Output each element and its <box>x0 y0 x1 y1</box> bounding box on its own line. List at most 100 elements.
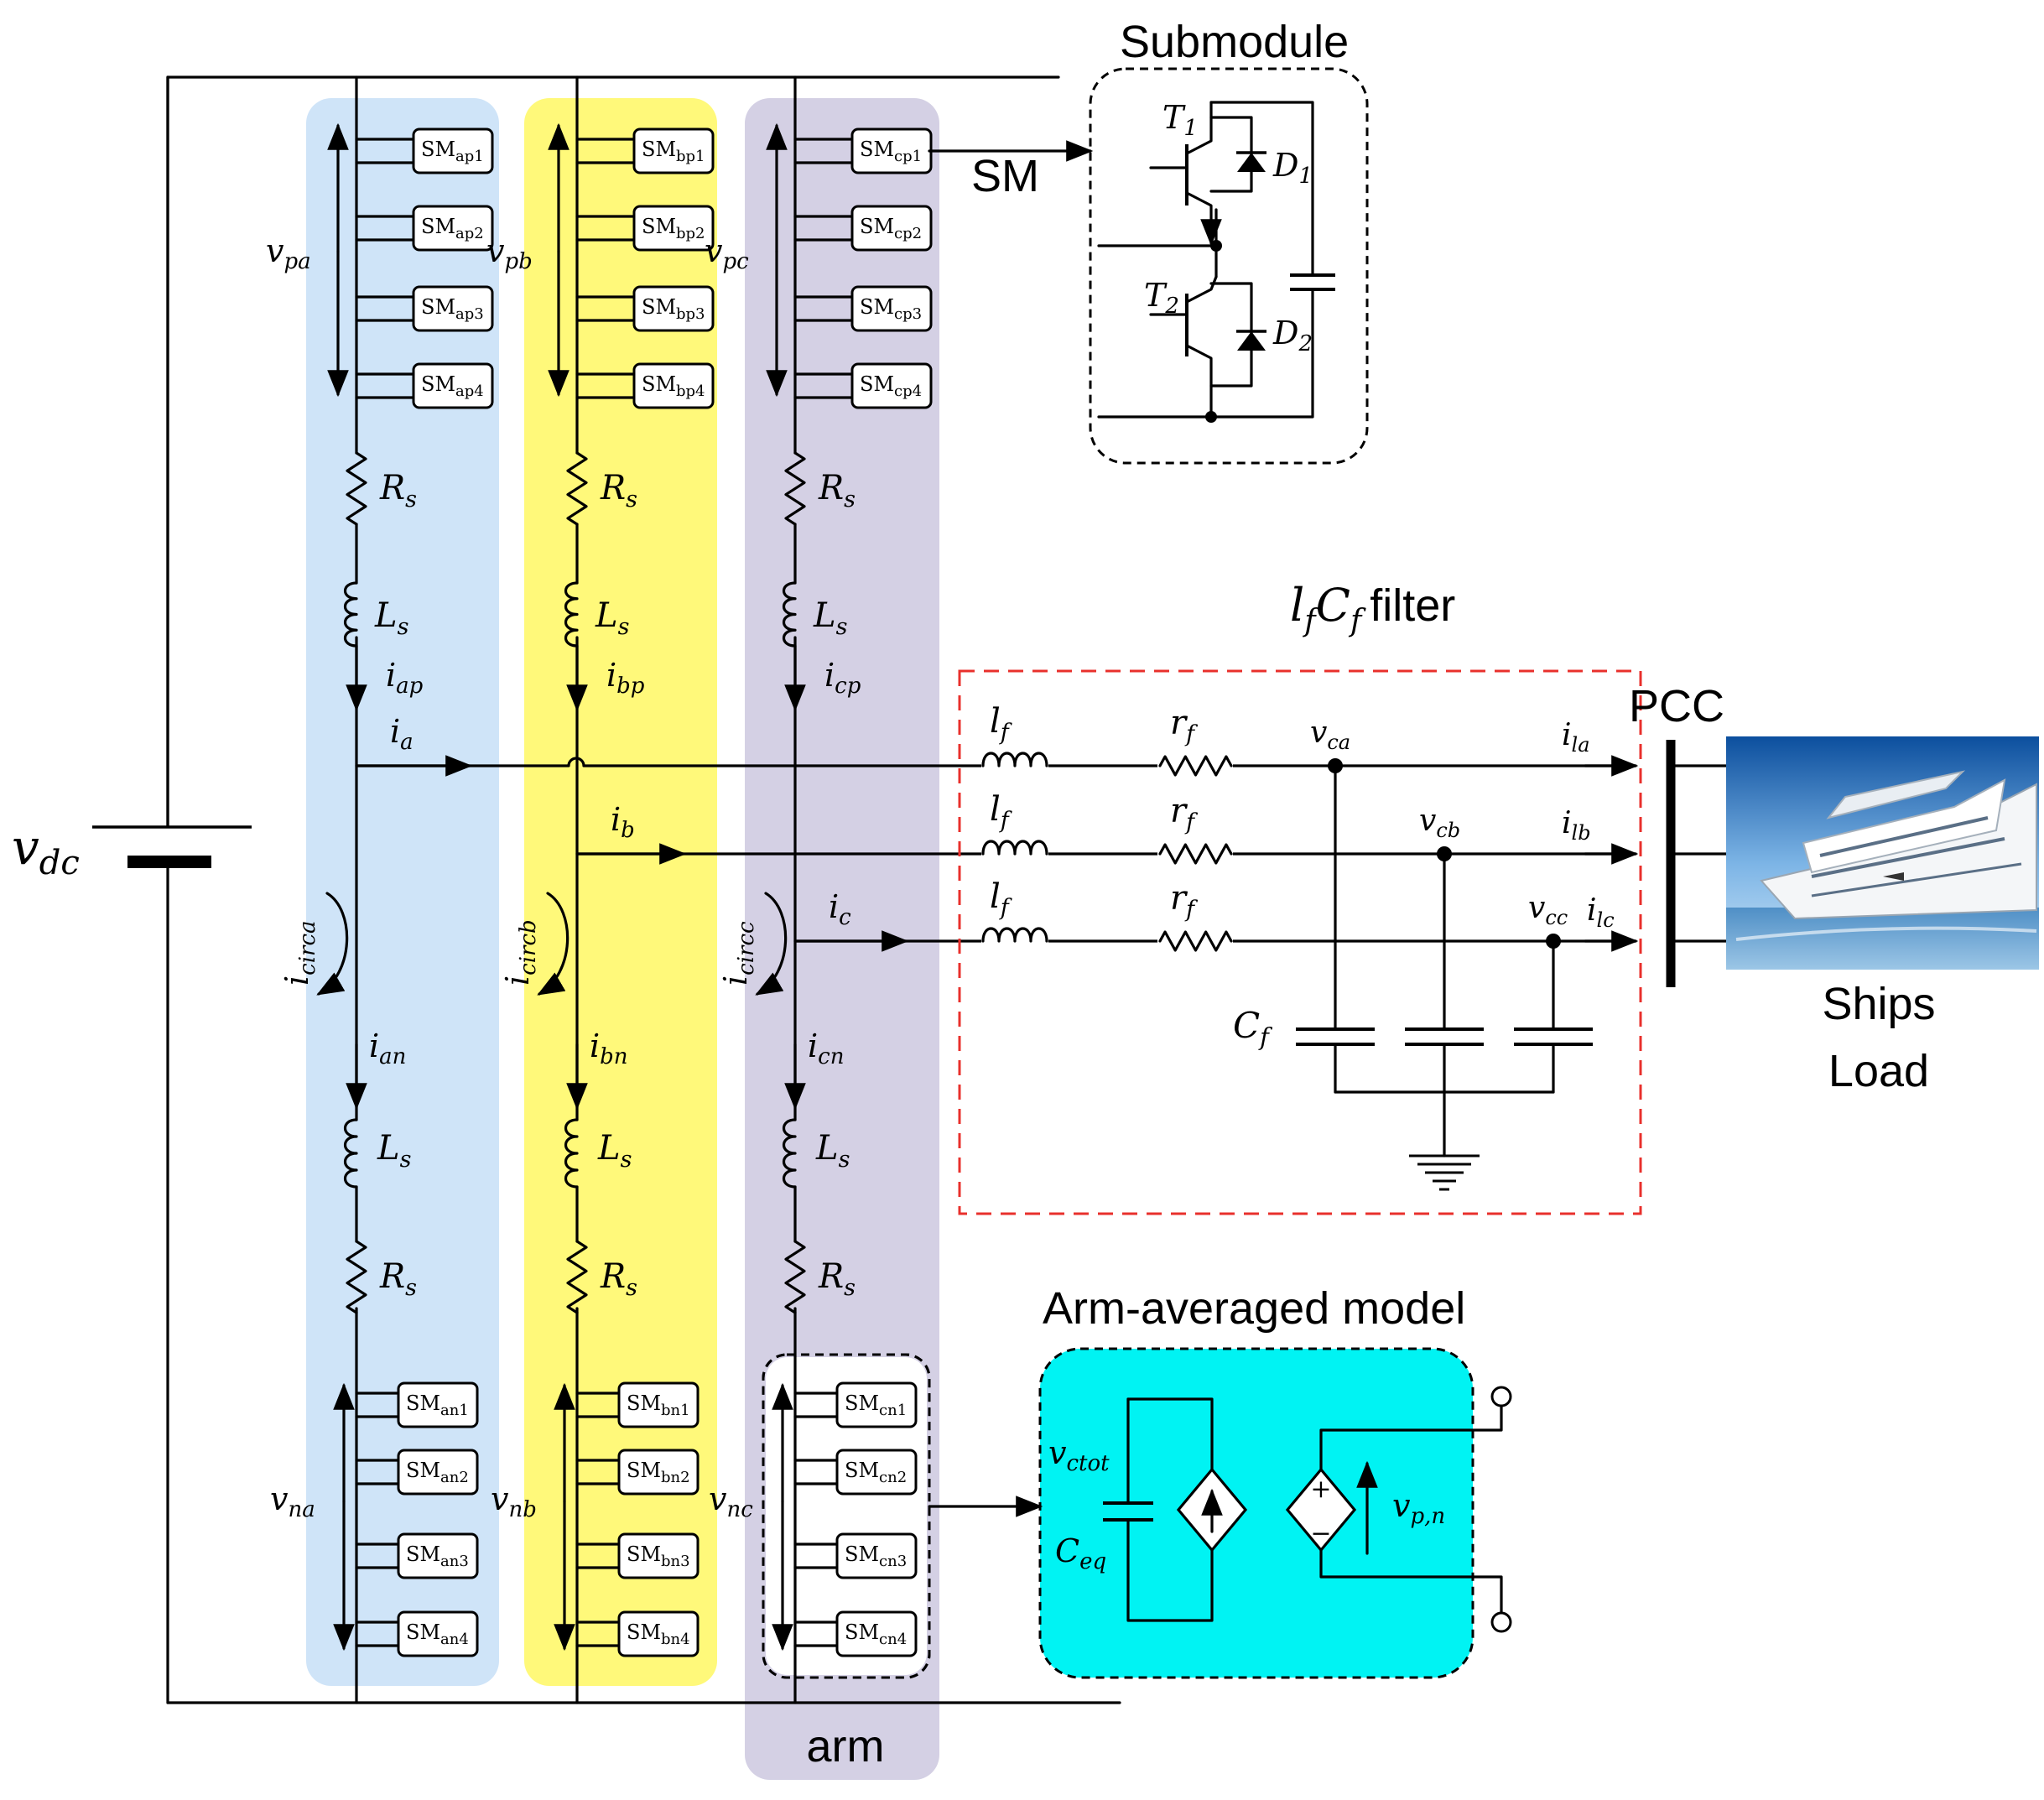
filter-resistor-label-c: rf <box>1170 879 1198 923</box>
svg-text:SMbn2: SMbn2 <box>627 1459 690 1486</box>
sm-label: SM <box>971 151 1039 201</box>
svg-text:SMbn1: SMbn1 <box>627 1392 690 1419</box>
svg-text:SMbp4: SMbp4 <box>642 372 705 400</box>
svg-text:SMap3: SMap3 <box>421 295 484 323</box>
current-upper-c: icp <box>824 657 861 699</box>
filter-capacitor-label: Cf <box>1233 1005 1273 1051</box>
pcc-label: PCC <box>1629 681 1724 731</box>
sm-lower-c3-front: SMcn3 <box>835 1532 918 1579</box>
filter-inductor-label-c: lf <box>990 877 1012 921</box>
arm-label: arm <box>807 1721 885 1771</box>
circulating-current-a: icirca <box>278 920 320 986</box>
filter-phase-a: lf rf vca ila <box>981 702 1639 1094</box>
svg-text:SMbp3: SMbp3 <box>642 295 705 323</box>
load-label-line2: Load <box>1828 1046 1929 1096</box>
sm-upper-b3: SMbp3 <box>632 285 715 332</box>
submodule-title: Submodule <box>1120 17 1349 67</box>
sm-lower-a2: SMan2 <box>397 1449 479 1496</box>
output-current-c: ic <box>829 888 851 930</box>
svg-text:SMan2: SMan2 <box>406 1459 469 1486</box>
svg-text:SMcn3: SMcn3 <box>845 1542 907 1570</box>
filter-boundary <box>958 669 1642 1215</box>
sm-lower-b3: SMbn3 <box>617 1532 700 1579</box>
dc-source: vdc <box>12 819 252 882</box>
circulating-current-c: icircc <box>717 921 759 986</box>
arm-voltage-upper-a: vpa <box>266 232 311 274</box>
svg-text:SMcp4: SMcp4 <box>860 372 922 400</box>
converter-legs: SMap1SMap2SMap3SMap4SMan1SMan2SMan3SMan4… <box>266 75 933 1704</box>
vpn-sub: p,n <box>1410 1504 1445 1529</box>
ls-lower-b: Ls <box>597 1129 632 1173</box>
svg-text:SMan1: SMan1 <box>406 1392 469 1419</box>
filter-node-voltage-a: vca <box>1310 715 1350 754</box>
svg-text:T2: T2 <box>1144 277 1179 319</box>
circulating-current-b: icircb <box>499 919 541 986</box>
vpn-symbol: v <box>1392 1487 1411 1524</box>
leg-a-background <box>306 98 499 1686</box>
ls-upper-c: Ls <box>813 596 847 640</box>
t1-sub: 1 <box>1183 116 1198 141</box>
svg-text:vdc: vdc <box>12 819 80 882</box>
current-upper-a: iap <box>386 657 424 699</box>
sm-upper-c3: SMcp3 <box>850 285 933 332</box>
ground-icon <box>1409 1154 1480 1191</box>
sm-upper-b2: SMbp2 <box>632 205 715 252</box>
svg-text:SMbp2: SMbp2 <box>642 215 705 242</box>
arm-model-title: Arm-averaged model <box>1043 1283 1465 1334</box>
svg-text:SMcp1: SMcp1 <box>860 138 922 165</box>
svg-text:SMbp1: SMbp1 <box>642 138 705 165</box>
svg-text:SMap2: SMap2 <box>421 215 484 242</box>
vsource-minus: − <box>1310 1519 1331 1548</box>
arm-voltage-upper-c: vpc <box>705 232 749 274</box>
vctot-symbol: v <box>1048 1434 1067 1471</box>
svg-text:SMbn3: SMbn3 <box>627 1542 690 1570</box>
arm-voltage-lower-b: vnb <box>491 1480 537 1522</box>
sm-lower-c1-front: SMcn1 <box>835 1381 918 1428</box>
svg-text:SMan4: SMan4 <box>406 1621 469 1648</box>
ls-upper-a: Ls <box>374 596 408 640</box>
load-current-a: ila <box>1562 718 1590 757</box>
svg-text:SMcn2: SMcn2 <box>845 1459 907 1486</box>
svg-text:D1: D1 <box>1272 147 1313 189</box>
ls-upper-b: Ls <box>595 596 629 640</box>
rs-upper-c: Rs <box>818 469 856 512</box>
ls-lower-a: Ls <box>377 1129 411 1173</box>
sm-upper-b4: SMbp4 <box>632 362 715 409</box>
d1-sub: 1 <box>1298 164 1313 189</box>
arm-model-terminal-bottom <box>1490 1611 1512 1633</box>
t1-symbol: T <box>1162 99 1186 136</box>
leg-b-background <box>524 98 717 1686</box>
rs-upper-b: Rs <box>600 469 637 512</box>
vctot-sub: ctot <box>1066 1451 1110 1476</box>
svg-text:SMcn1: SMcn1 <box>845 1392 907 1419</box>
arm-voltage-lower-c: vnc <box>709 1480 753 1522</box>
ceq-sub: eq <box>1079 1549 1106 1574</box>
filter-resistor-label-b: rf <box>1170 792 1198 835</box>
leg-a: SMap1SMap2SMap3SMap4SMan1SMan2SMan3SMan4… <box>266 75 494 1704</box>
current-upper-b: ibp <box>606 657 645 699</box>
vsource-plus: + <box>1310 1475 1331 1504</box>
load-current-c: ilc <box>1587 893 1615 932</box>
svg-text:SMcp3: SMcp3 <box>860 295 922 323</box>
t2-symbol: T <box>1144 277 1168 314</box>
svg-text:vctot: vctot <box>1048 1434 1110 1476</box>
sm-lower-a4: SMan4 <box>397 1610 479 1657</box>
current-lower-a: ian <box>369 1027 406 1069</box>
submodule-detail: Submodule T1 D1 T2 D2 <box>1089 17 1369 465</box>
svg-text:Ceq: Ceq <box>1055 1532 1106 1574</box>
sm-upper-a4: SMap4 <box>412 362 494 409</box>
rs-lower-c: Rs <box>818 1257 856 1301</box>
dc-bus-wiring <box>166 75 1121 1704</box>
filter-resistor-label-a: rf <box>1170 704 1198 747</box>
sm-upper-c2: SMcp2 <box>850 205 933 252</box>
arm-voltage-upper-b: vpb <box>486 232 533 274</box>
d1-symbol: D <box>1272 147 1298 184</box>
sm-upper-a1: SMap1 <box>412 127 494 174</box>
svg-text:SMcn4: SMcn4 <box>845 1621 907 1648</box>
sm-upper-b1: SMbp1 <box>632 127 715 174</box>
